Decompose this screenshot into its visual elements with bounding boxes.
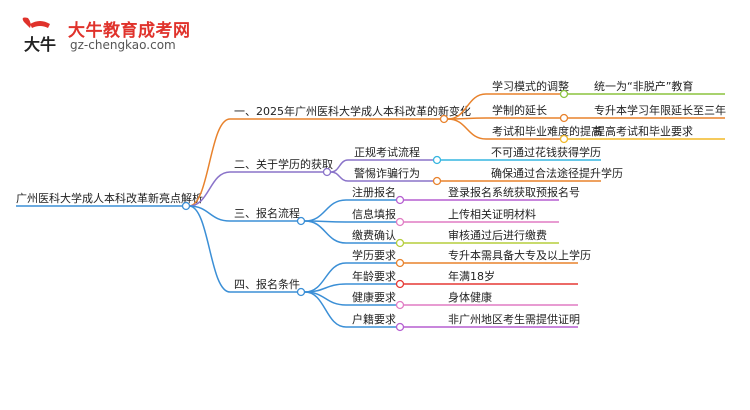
root-topic: 广州医科大学成人本科改革新亮点解析 bbox=[16, 191, 203, 205]
branch-4-child-2-label: 年龄要求 bbox=[352, 269, 396, 283]
branch-4-child-1-label: 学历要求 bbox=[352, 248, 396, 262]
branch-4-child-2-knot[interactable] bbox=[395, 279, 405, 289]
branch-2-child-2-label: 警惕诈骗行为 bbox=[354, 166, 420, 180]
logo-title: 大牛教育成考网 bbox=[68, 21, 191, 41]
branch-1-child-1-knot[interactable] bbox=[559, 89, 569, 99]
branch-4-child-4-knot[interactable] bbox=[395, 322, 405, 332]
branch-4-child-1-knot[interactable] bbox=[395, 258, 405, 268]
branch-3-knot[interactable] bbox=[296, 216, 306, 226]
bull-logo-icon: 大牛 bbox=[22, 17, 56, 54]
branch-1-child-3-connector bbox=[447, 118, 487, 140]
branch-1-child-2-label: 学制的延长 bbox=[492, 103, 547, 117]
branch-2-child-1-connector bbox=[330, 159, 349, 173]
logo-badge-text: 大牛 bbox=[24, 35, 56, 54]
branch-1-child-3-knot[interactable] bbox=[559, 134, 569, 144]
branch-3-child-3-label: 缴费确认 bbox=[352, 228, 396, 242]
branch-3-leaf-3-label: 审核通过后进行缴费 bbox=[448, 228, 547, 242]
branch-1-label: 一、2025年广州医科大学成人本科改革的新变化 bbox=[234, 104, 471, 118]
branch-2-connector bbox=[188, 171, 231, 207]
branch-3-child-2-knot[interactable] bbox=[395, 217, 405, 227]
branch-1-child-3-label: 考试和毕业难度的提高 bbox=[492, 124, 602, 138]
branch-2-child-2-connector bbox=[330, 171, 349, 182]
branch-1-connector bbox=[188, 118, 231, 207]
branch-4-label: 四、报名条件 bbox=[234, 277, 300, 291]
branch-2-knot[interactable] bbox=[322, 167, 332, 177]
branch-3-label: 三、报名流程 bbox=[234, 206, 300, 220]
branch-1-knot[interactable] bbox=[439, 114, 449, 124]
branch-3-child-1-knot[interactable] bbox=[395, 195, 405, 205]
branch-3-child-1-connector bbox=[304, 199, 347, 222]
branch-3-child-3-connector bbox=[304, 220, 347, 244]
branch-1-leaf-2-label: 专升本学习年限延长至三年 bbox=[594, 103, 726, 117]
branch-1-leaf-3-label: 提高考试和毕业要求 bbox=[594, 124, 693, 138]
branch-4-knot[interactable] bbox=[296, 287, 306, 297]
branch-1-leaf-1-label: 统一为“非脱产”教育 bbox=[594, 79, 693, 93]
logo-url: gz-chengkao.com bbox=[70, 38, 176, 52]
branch-3-leaf-1-label: 登录报名系统获取预报名号 bbox=[448, 185, 580, 199]
branch-4-leaf-4-label: 非广州地区考生需提供证明 bbox=[448, 312, 580, 326]
branch-1-child-1-label: 学习模式的调整 bbox=[492, 79, 569, 93]
branch-3-child-3-knot[interactable] bbox=[395, 238, 405, 248]
branch-3-child-1-label: 注册报名 bbox=[352, 185, 396, 199]
branch-2-child-2-knot[interactable] bbox=[432, 176, 442, 186]
root-knot[interactable] bbox=[181, 201, 191, 211]
branch-3-child-2-label: 信息填报 bbox=[352, 207, 396, 221]
branch-2-child-1-knot[interactable] bbox=[432, 155, 442, 165]
branch-2-child-1-label: 正规考试流程 bbox=[354, 145, 420, 159]
branch-4-child-4-connector bbox=[304, 291, 347, 328]
branch-3-connector bbox=[188, 205, 231, 222]
site-logo[interactable]: 大牛 大牛教育成考网 gz-chengkao.com bbox=[18, 14, 218, 58]
branch-2-leaf-2-label: 确保通过合法途径提升学历 bbox=[491, 166, 623, 180]
branch-4-leaf-2-label: 年满18岁 bbox=[448, 269, 495, 283]
branch-4-child-3-label: 健康要求 bbox=[352, 290, 396, 304]
branch-1-child-2-knot[interactable] bbox=[559, 113, 569, 123]
branch-2-label: 二、关于学历的获取 bbox=[234, 157, 333, 171]
branch-2-leaf-1-label: 不可通过花钱获得学历 bbox=[491, 145, 601, 159]
branch-4-leaf-1-label: 专升本需具备大专及以上学历 bbox=[448, 248, 591, 262]
branch-3-leaf-2-label: 上传相关证明材料 bbox=[448, 207, 536, 221]
branch-4-child-3-knot[interactable] bbox=[395, 300, 405, 310]
branch-4-child-4-label: 户籍要求 bbox=[352, 312, 396, 326]
branch-4-leaf-3-label: 身体健康 bbox=[448, 290, 492, 304]
branch-4-connector bbox=[188, 205, 231, 293]
